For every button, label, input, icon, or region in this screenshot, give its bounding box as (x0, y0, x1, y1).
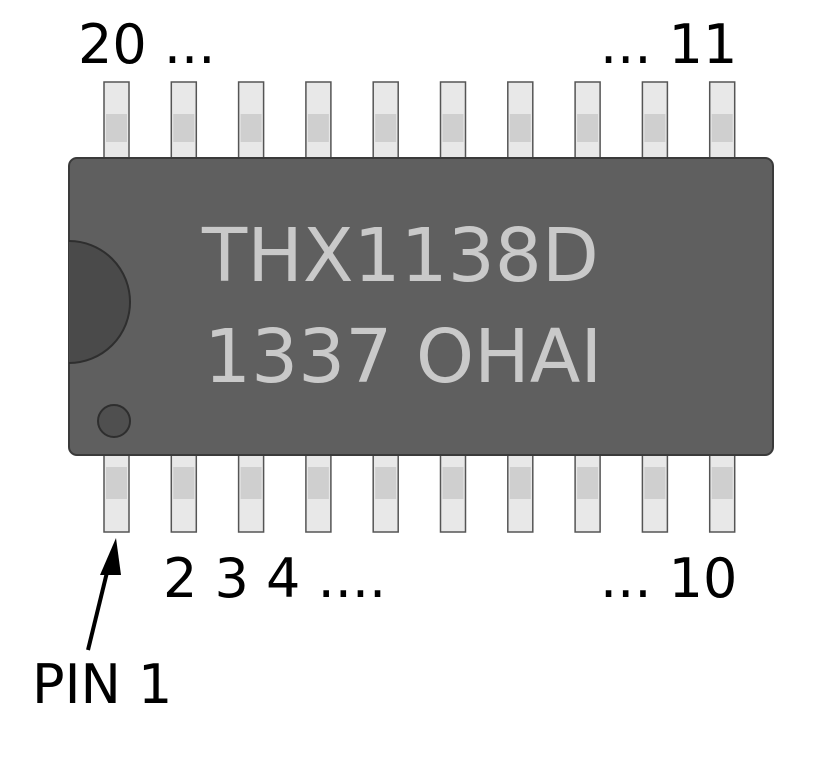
top-pin-4 (305, 81, 332, 163)
bottom-pin-6 (439, 450, 467, 533)
orientation-notch (69, 240, 131, 364)
label-bottom-right: ... 10 (600, 547, 738, 610)
top-pin-5 (372, 81, 399, 163)
label-bottom-left: 2 3 4 .... (163, 547, 387, 610)
top-pin-10 (708, 81, 736, 163)
pin1-dot-marker (97, 404, 131, 438)
bottom-pin-1 (103, 450, 130, 533)
bottom-pin-7 (507, 450, 534, 533)
top-pin-7 (507, 81, 534, 163)
bottom-pin-10 (708, 450, 736, 533)
top-pin-6 (439, 81, 467, 163)
bottom-pin-9 (641, 450, 669, 533)
bottom-pin-5 (372, 450, 399, 533)
bottom-pin-2 (170, 450, 198, 533)
chip-body (68, 157, 774, 456)
bottom-pin-3 (237, 450, 265, 533)
label-top-right: ... 11 (600, 13, 738, 76)
chip-marking-line1: THX1138D (202, 213, 599, 299)
pin1-arrow-head (100, 538, 121, 575)
bottom-pin-row (103, 450, 736, 533)
top-pin-1 (103, 81, 130, 163)
top-pin-9 (641, 81, 669, 163)
top-pin-8 (574, 81, 601, 163)
top-pin-2 (170, 81, 198, 163)
top-pin-row (103, 81, 736, 163)
bottom-pin-4 (305, 450, 332, 533)
label-pin1: PIN 1 (32, 653, 173, 716)
label-top-left: 20 ... (78, 13, 216, 76)
bottom-pin-8 (574, 450, 601, 533)
chip-marking-line2: 1337 OHAI (204, 314, 603, 400)
top-pin-3 (237, 81, 265, 163)
